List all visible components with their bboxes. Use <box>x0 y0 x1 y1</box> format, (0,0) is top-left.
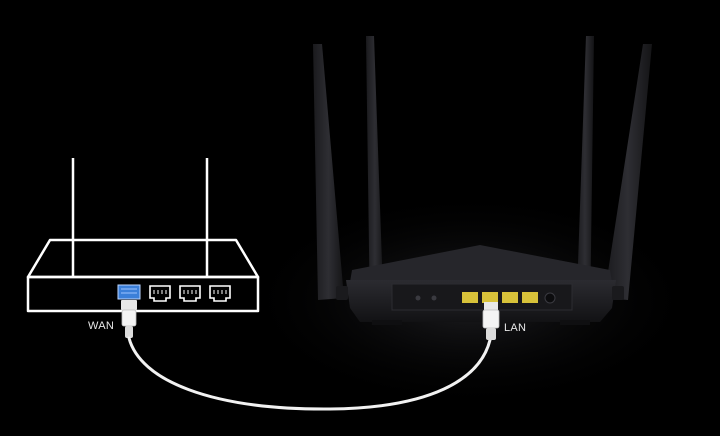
router-lan-ports <box>462 292 538 303</box>
wan-label: WAN <box>88 320 115 332</box>
wan-plug <box>121 300 137 338</box>
power-jack <box>544 292 556 304</box>
wireless-router-icon <box>313 36 652 325</box>
device-top-face <box>26 238 260 279</box>
antenna-outer-left <box>313 44 344 300</box>
lan-label: LAN <box>504 322 527 334</box>
wan-port <box>117 284 141 300</box>
antenna-outer-right <box>604 44 652 300</box>
router-top <box>350 245 612 282</box>
modem-router-outline-icon <box>26 158 260 313</box>
lan-plug <box>482 302 500 340</box>
ethernet-cable <box>127 336 492 411</box>
lan-ports-outline <box>149 285 231 302</box>
antenna-inner-left <box>366 36 384 320</box>
antenna-inner-right <box>576 36 594 320</box>
device-front-face <box>26 275 260 313</box>
